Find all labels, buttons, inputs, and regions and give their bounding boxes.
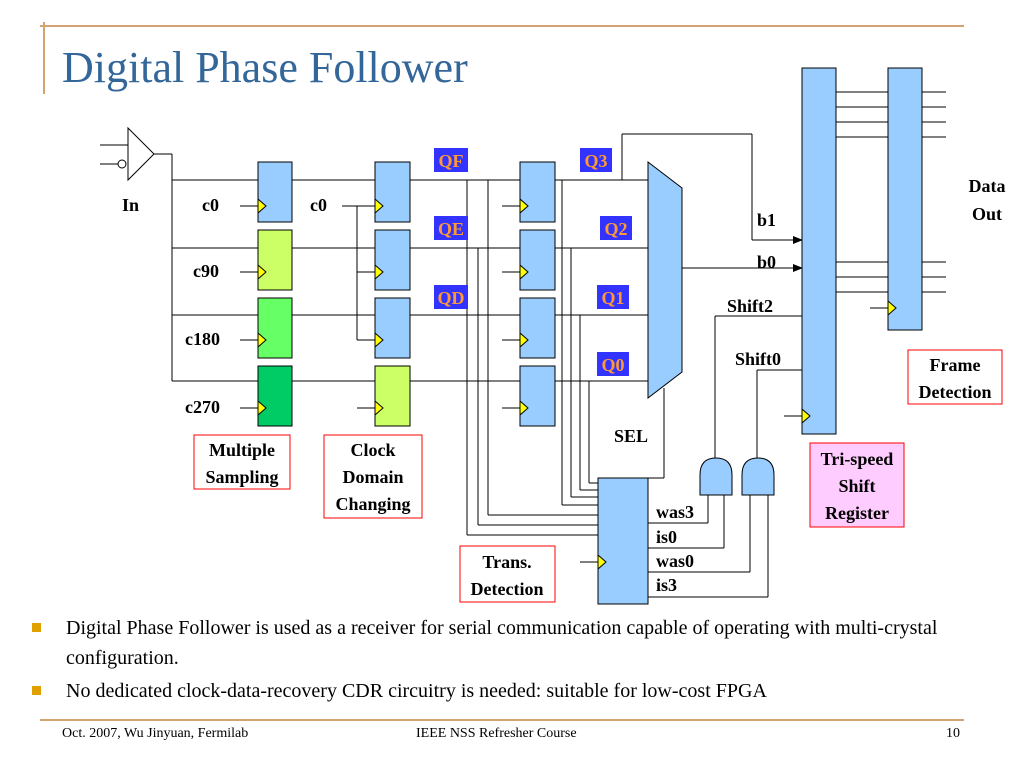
sel-label: SEL	[614, 426, 648, 446]
trans-output-was0: was0	[656, 551, 694, 571]
q-register-2	[519, 229, 556, 291]
bullet-item: No dedicated clock-data-recovery CDR cir…	[30, 676, 1010, 706]
shift-register-line2: Shift	[838, 476, 875, 496]
bullet-item: Digital Phase Follower is used as a rece…	[30, 613, 1010, 673]
q-label-q3: Q3	[584, 151, 607, 171]
sample-register-c0	[257, 161, 293, 223]
domain-register-2	[374, 229, 411, 291]
trans-output-is3: is3	[656, 575, 677, 595]
frame-detection-line1: Frame	[930, 355, 981, 375]
slide-frame	[40, 22, 964, 721]
clock-domain-line1: Clock	[351, 440, 396, 460]
trans-output-is0: is0	[656, 527, 677, 547]
q-label-qd: QD	[438, 288, 465, 308]
shift-register-line1: Tri-speed	[821, 449, 894, 469]
clock-label-c0: c0	[202, 195, 219, 215]
inverter-bubble-icon	[117, 159, 127, 169]
data-out-label-line2: Out	[972, 204, 1002, 224]
trans-detection-register	[597, 477, 649, 605]
bit-label-b0: b0	[757, 252, 776, 272]
domain-register-3	[374, 297, 411, 359]
bit-label-b1: b1	[757, 210, 776, 230]
sample-register-c180	[257, 297, 293, 359]
shift-register-line3: Register	[825, 503, 889, 523]
multiple-sampling-line2: Sampling	[205, 467, 278, 487]
shift-label-2: Shift2	[727, 296, 773, 316]
clock-label-c270: c270	[185, 397, 220, 417]
input-label: In	[122, 195, 139, 215]
sample-register-c90	[257, 229, 293, 291]
frame-register	[887, 67, 923, 331]
domain-register-4	[374, 365, 411, 427]
clock-domain-line2: Domain	[342, 467, 403, 487]
clock-label-c90: c90	[193, 261, 219, 281]
frame-detection-line2: Detection	[919, 382, 992, 402]
multiple-sampling-box	[193, 434, 291, 490]
wiring	[100, 91, 946, 598]
multiple-sampling-line1: Multiple	[209, 440, 275, 460]
q-labels	[434, 148, 632, 376]
slide-title: Digital Phase Follower	[62, 43, 468, 92]
q-label-qe: QE	[438, 219, 464, 239]
domain-register-1	[374, 161, 411, 223]
page-number: 10	[946, 726, 960, 741]
footer-left: Oct. 2007, Wu Jinyuan, Fermilab	[62, 726, 249, 741]
multiplexer	[647, 160, 683, 400]
square-bullet-icon	[32, 686, 41, 695]
clock-domain-line3: Changing	[335, 494, 410, 514]
trans-output-was3: was3	[656, 502, 694, 522]
footer-center: IEEE NSS Refresher Course	[416, 726, 577, 741]
clock-label-stage2: c0	[310, 195, 327, 215]
bullet-text: Digital Phase Follower is used as a rece…	[66, 617, 938, 669]
and-gate-icon	[741, 457, 775, 496]
and-gate-icon	[699, 457, 733, 496]
q-label-q1: Q1	[601, 288, 624, 308]
data-out-label-line1: Data	[969, 176, 1006, 196]
q-register-3	[519, 161, 556, 223]
bullet-list: Digital Phase Follower is used as a rece…	[30, 613, 1010, 709]
q-register-1	[519, 297, 556, 359]
input-buffer-icon	[127, 126, 155, 182]
trans-detection-line1: Trans.	[482, 552, 531, 572]
trans-detection-line2: Detection	[471, 579, 544, 599]
shift-register-box	[809, 442, 905, 528]
clock-input-icons	[257, 197, 897, 571]
q-label-q2: Q2	[604, 219, 627, 239]
square-bullet-icon	[32, 623, 41, 632]
trans-detection-box	[459, 545, 556, 603]
frame-detection-box	[907, 349, 1003, 405]
sample-register-c270	[257, 365, 293, 427]
q-label-q0: Q0	[601, 355, 624, 375]
clock-domain-box	[323, 434, 423, 519]
bullet-text: No dedicated clock-data-recovery CDR cir…	[66, 680, 767, 702]
q-label-qf: QF	[439, 151, 464, 171]
clock-label-c180: c180	[185, 329, 220, 349]
shift-register	[801, 67, 837, 435]
q-register-0	[519, 365, 556, 427]
shift-label-0: Shift0	[735, 349, 781, 369]
